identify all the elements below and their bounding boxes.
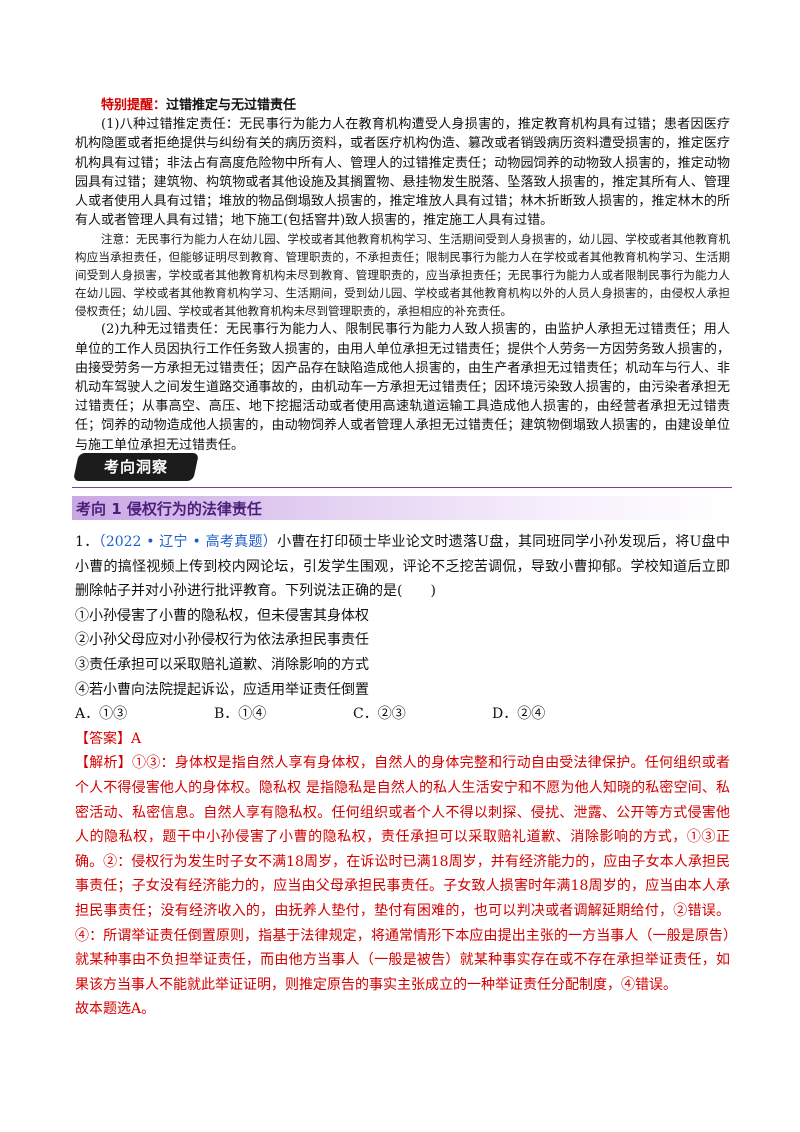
question-text: 小曹在打印硕士毕业论文时遗落U盘，其同班同学小孙发现后，将U盘中小曹的搞怪视频上…: [75, 534, 730, 600]
analysis-block: 【解析】①③：身体权是指自然人享有身体权，自然人的身体完整和行动自由受法律保护。…: [75, 751, 730, 1022]
question-block: 1．（2022 • 辽宁 • 高考真题）小曹在打印硕士毕业论文时遗落U盘，其同班…: [75, 530, 730, 1022]
statement-item: ②小孙父母应对小孙侵权行为依法承担民事责任: [75, 632, 369, 649]
statement-item: ③责任承担可以采取赔礼道歉、消除影响的方式: [75, 656, 369, 673]
reminder-title: 特别提醒：过错推定与无过错责任: [75, 96, 730, 115]
presumed-fault-paragraph: (1)八种过错推定责任：无民事行为能力人在教育机构遭受人身损害的，推定教育机构具…: [75, 117, 730, 229]
no-fault-paragraph: (2)九种无过错责任：无民事行为能力人、限制民事行为能力人致人损害的，由监护人承…: [75, 322, 730, 453]
special-reminder-block: 特别提醒：过错推定与无过错责任 (1)八种过错推定责任：无民事行为能力人在教育机…: [75, 96, 730, 455]
section-heading: 考向 1 侵权行为的法律责任: [72, 496, 730, 520]
badge-divider: [72, 487, 732, 488]
option-c: C．②③: [353, 706, 406, 723]
option-d: D．②④: [492, 706, 546, 723]
question-number: 1．: [75, 534, 99, 550]
statement-item: ④若小曹向法院提起诉讼，应适用举证责任倒置: [75, 681, 369, 698]
note-paragraph: 注意：无民事行为能力人在幼儿园、学校或者其他教育机构学习、生活期间受到人身损害的…: [75, 232, 730, 319]
question-stem: 1．（2022 • 辽宁 • 高考真题）小曹在打印硕士毕业论文时遗落U盘，其同班…: [75, 530, 730, 604]
analysis-text: 【解析】①③：身体权是指自然人享有身体权，自然人的身体完整和行动自由受法律保护。…: [75, 755, 730, 993]
badge-label: 考向洞察: [103, 458, 168, 476]
option-a: A．①③: [75, 706, 128, 723]
reminder-topic: 过错推定与无过错责任: [166, 98, 297, 113]
question-source: （2022 • 辽宁 • 高考真题）: [98, 534, 278, 550]
section-title: 考向 1 侵权行为的法律责任: [76, 500, 262, 518]
answer-line: 【答案】A: [75, 730, 142, 747]
statement-item: ①小孙侵害了小曹的隐私权，但未侵害其身体权: [75, 607, 369, 624]
section-badge: 考向洞察: [69, 451, 203, 485]
reminder-label: 特别提醒：: [101, 98, 167, 113]
answer-options: A．①③ B．①④ C．②③ D．②④: [75, 702, 730, 727]
option-b: B．①④: [214, 706, 267, 723]
analysis-conclusion: 故本题选A。: [75, 1001, 156, 1018]
